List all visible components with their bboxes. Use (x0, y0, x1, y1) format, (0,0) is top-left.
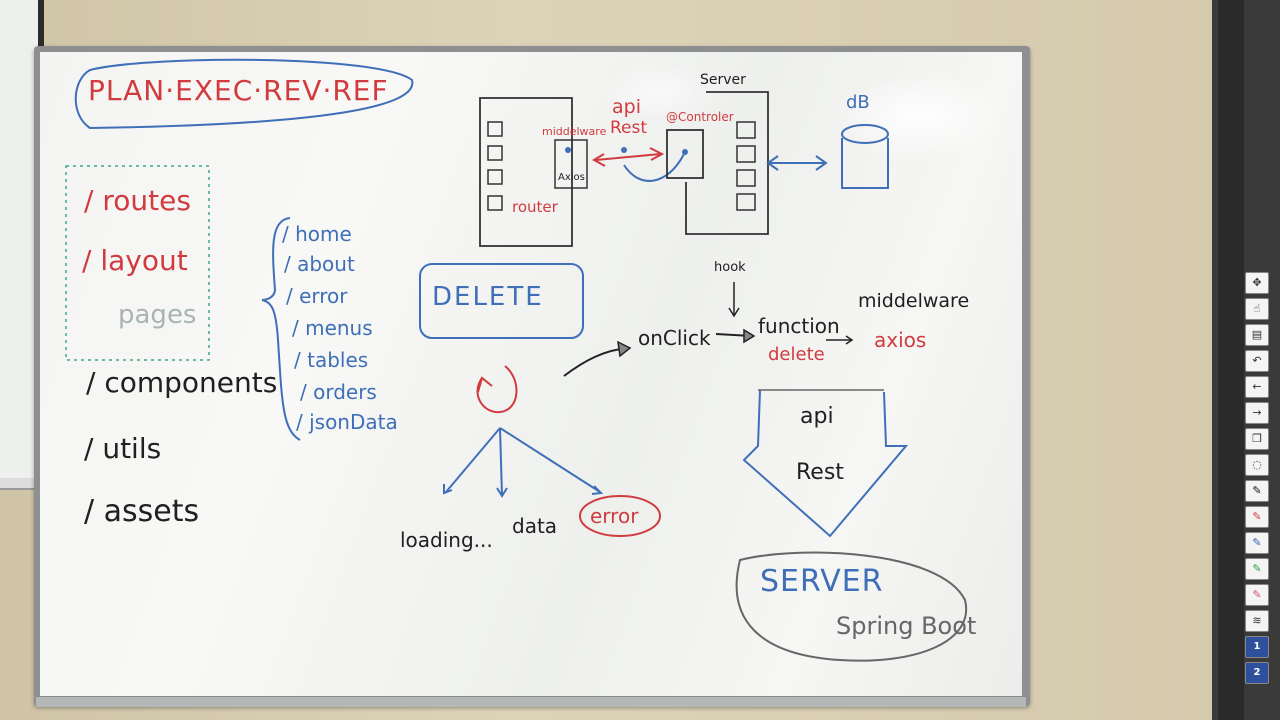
page-home: / home (282, 222, 352, 246)
arrow-rest-label: Rest (796, 460, 844, 485)
folder-utils: / utils (84, 432, 162, 465)
hook-label: hook (714, 260, 746, 275)
folder-layout: / layout (82, 244, 188, 277)
delete-function-label: delete (768, 344, 825, 365)
marker-tray (36, 696, 1026, 707)
forward-icon[interactable]: → (1245, 402, 1269, 424)
function-label: function (758, 314, 840, 338)
state-loading: loading... (400, 528, 493, 552)
move-tool-icon[interactable]: ✥ (1245, 272, 1269, 294)
screens-icon[interactable]: ❐ (1245, 428, 1269, 450)
rest-label: Rest (610, 118, 648, 138)
page-menus: / menus (292, 316, 373, 340)
folder-assets: / assets (84, 494, 200, 529)
page-about: / about (284, 252, 355, 276)
delete-box-label: DELETE (432, 282, 544, 312)
undo-icon[interactable]: ↶ (1245, 350, 1269, 372)
folder-components: / components (86, 366, 278, 399)
select-tool-icon[interactable]: ☝ (1245, 298, 1269, 320)
smartboard-rail (1218, 0, 1244, 720)
note-tool-icon[interactable]: ▤ (1245, 324, 1269, 346)
plan-title: PLAN·EXEC·REV·REF (88, 74, 389, 107)
server-box-spring: Spring Boot (836, 612, 977, 640)
page-jsondata: / jsonData (296, 410, 398, 434)
flow-middleware-label: middelware (858, 290, 970, 312)
flow-axios-label: axios (874, 328, 927, 352)
db-label: dB (846, 92, 870, 113)
folder-pages: pages (118, 300, 197, 330)
back-icon[interactable]: ← (1245, 376, 1269, 398)
onclick-label: onClick (638, 326, 711, 350)
smartboard-toolbar: ✥ ☝ ▤ ↶ ← → ❐ ◌ ✎ ✎ ✎ ✎ ✎ ≋ 1 2 (1245, 272, 1269, 684)
blue-pen-icon[interactable]: ✎ (1245, 532, 1269, 554)
eraser-icon[interactable]: ◌ (1245, 454, 1269, 476)
controller-label: @Controler (666, 110, 734, 124)
axios-label: Axios (558, 172, 585, 183)
layers-icon[interactable]: ≋ (1245, 610, 1269, 632)
page-error: / error (286, 284, 348, 308)
red-pen-icon[interactable]: ✎ (1245, 506, 1269, 528)
state-data: data (512, 514, 558, 538)
page-2-button[interactable]: 2 (1245, 662, 1269, 684)
arrow-api-label: api (800, 404, 834, 429)
black-pen-icon[interactable]: ✎ (1245, 480, 1269, 502)
router-label: router (512, 198, 558, 216)
api-label: api (612, 96, 641, 118)
light-glare (830, 72, 1010, 162)
green-pen-icon[interactable]: ✎ (1245, 558, 1269, 580)
server-box-title: SERVER (760, 564, 884, 599)
middleware-label: middelware (542, 125, 607, 138)
page-orders: / orders (300, 380, 377, 404)
folder-routes: / routes (84, 184, 191, 217)
pink-pen-icon[interactable]: ✎ (1245, 584, 1269, 606)
server-label: Server (700, 72, 746, 88)
page-1-button[interactable]: 1 (1245, 636, 1269, 658)
page-tables: / tables (294, 348, 369, 372)
state-error: error (590, 504, 639, 528)
